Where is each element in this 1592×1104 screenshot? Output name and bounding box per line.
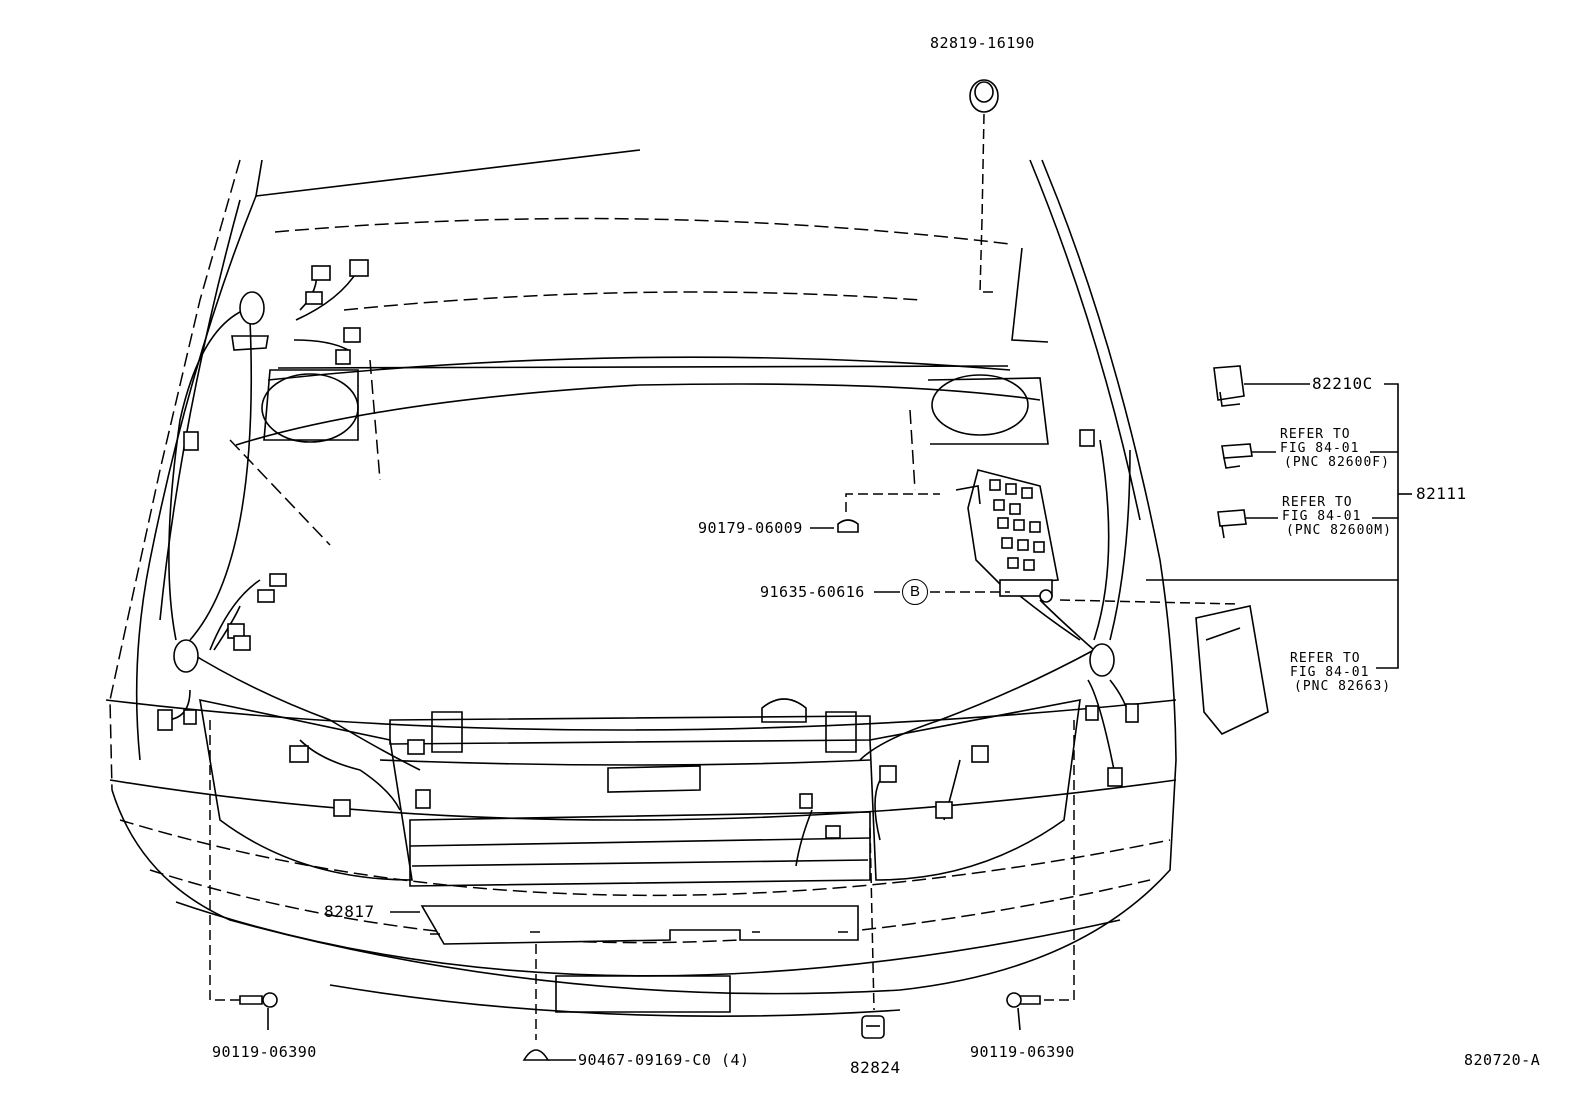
fender-right [1057,199,1177,761]
reference-note-2-line2: FIG 84-01 [1282,509,1362,524]
reference-note-3-line3: (PNC 82663) [1294,679,1392,694]
reference-note-1-line1: REFER TO [1280,427,1351,442]
harness-left [185,649,421,771]
protector-icon [420,905,859,945]
part-number-grommet-bottom: 82824 [850,1058,901,1077]
bolt-left-icon [239,995,263,1005]
reference-note-3-line2: FIG 84-01 [1290,665,1370,680]
reference-note-2-line3: (PNC 82600M) [1286,523,1392,538]
hood-left-edge [109,159,241,791]
grille [409,811,871,887]
relay-block [955,469,1081,641]
part-number-nut: 90179-06009 [698,519,803,537]
part-number-clamp-bolt: 91635-60616 [760,583,865,601]
harness-right [859,649,1095,761]
reference-note-3-line1: REFER TO [1290,651,1361,666]
protector-box-icon [1195,605,1269,735]
bolt-right-icon [1019,995,1041,1005]
bumper-outline [111,759,1177,995]
relay-icon [1213,365,1245,401]
part-number-grommet-top: 82819-16190 [930,34,1035,52]
part-number-clip: 90467-09169-C0 (4) [578,1051,750,1069]
reference-note-3: REFER TO FIG 84-01 (PNC 82663) [1290,652,1391,694]
grommet-top-icon [969,79,999,113]
cowl-dashed [274,217,1011,245]
headlight-left [199,698,413,881]
cowl-left [255,149,641,197]
reference-note-2: REFER TO FIG 84-01 (PNC 82600M) [1282,496,1392,538]
figure-id: 820720-A [1464,1051,1541,1069]
grommet-bottom-icon [861,1015,885,1039]
clip-icon [522,1049,550,1061]
strut-top-left [261,373,359,443]
fender-left [135,195,257,761]
reference-note-1: REFER TO FIG 84-01 (PNC 82600F) [1280,428,1390,470]
reference-note-1-line2: FIG 84-01 [1280,441,1360,456]
part-number-wire-assy: 82111 [1416,484,1467,503]
part-number-protector: 82817 [324,902,375,921]
nut-icon [837,519,859,533]
part-number-bolt-right: 90119-06390 [970,1043,1075,1061]
connector-b-icon [1217,509,1247,527]
part-number-relay: 82210C [1312,374,1373,393]
reference-b-marker: B [902,579,928,605]
headlight-right [869,699,1081,881]
reference-note-2-line1: REFER TO [1282,495,1353,510]
connector-a-icon [1221,443,1253,459]
reference-note-1-line3: (PNC 82600F) [1284,455,1390,470]
part-number-bolt-left: 90119-06390 [212,1043,317,1061]
strut-top-right [931,374,1029,436]
